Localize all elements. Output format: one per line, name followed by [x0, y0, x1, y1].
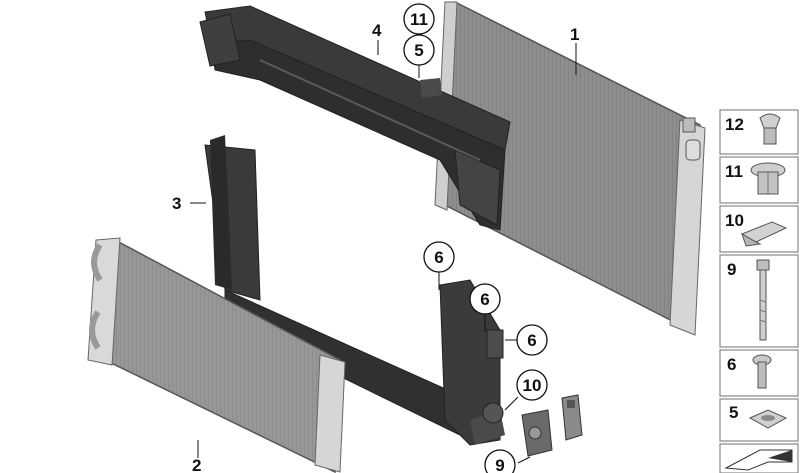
- circled-callout-5-label: 5: [414, 41, 423, 60]
- panel-item-6: 6: [719, 349, 799, 397]
- circled-callout-9: 9: [484, 449, 516, 473]
- circled-callout-6a: 6: [423, 241, 455, 273]
- panel-item-9-number: 9: [727, 260, 736, 279]
- bracket-clip-icon: [740, 221, 788, 247]
- circled-callout-6b: 6: [469, 283, 501, 315]
- circled-callout-9-label: 9: [495, 456, 504, 473]
- circled-callout-10: 10: [516, 369, 548, 401]
- panel-item-11-number: 11: [725, 162, 743, 181]
- condenser-part-2: [87, 237, 346, 473]
- upper-carrier-part-4: [199, 5, 511, 231]
- leader-lines: [190, 40, 577, 464]
- circled-callout-6a-label: 6: [434, 248, 443, 267]
- panel-item-11: 11: [719, 156, 799, 204]
- panel-item-12-number: 12: [725, 115, 744, 134]
- long-bolt-icon: [756, 259, 770, 341]
- circled-callout-5: 5: [403, 34, 435, 66]
- panel-item-10-number: 10: [725, 211, 744, 230]
- panel-item-5: 5: [719, 398, 799, 442]
- small-bracket-parts-9: [521, 394, 583, 457]
- circled-callout-11-label: 11: [410, 10, 428, 29]
- push-rivet-icon: [759, 113, 781, 145]
- callout-4: 4: [372, 21, 382, 40]
- panel-item-6-number: 6: [727, 355, 736, 374]
- panel-item-9: 9: [719, 254, 799, 348]
- callout-3: 3: [172, 194, 181, 213]
- circled-callout-6c-label: 6: [527, 331, 536, 350]
- circled-callout-6b-label: 6: [480, 290, 489, 309]
- panel-item-5-number: 5: [729, 403, 738, 422]
- circled-callout-10-label: 10: [523, 376, 542, 395]
- direction-arrow-icon: [724, 449, 793, 471]
- rubber-mount-icon: [748, 409, 788, 429]
- parts-side-panel: 12 11 10 9: [719, 109, 799, 473]
- callout-1: 1: [570, 25, 579, 44]
- panel-item-arrow: [719, 443, 799, 473]
- lower-carrier-part-3: [204, 135, 505, 446]
- flange-screw-icon: [752, 354, 772, 389]
- circled-callout-11: 11: [403, 3, 435, 35]
- expanding-nut-icon: [750, 162, 786, 195]
- panel-item-10: 10: [719, 205, 799, 253]
- panel-item-12: 12: [719, 109, 799, 155]
- callout-2: 2: [192, 456, 201, 473]
- circled-callout-6c: 6: [516, 324, 548, 356]
